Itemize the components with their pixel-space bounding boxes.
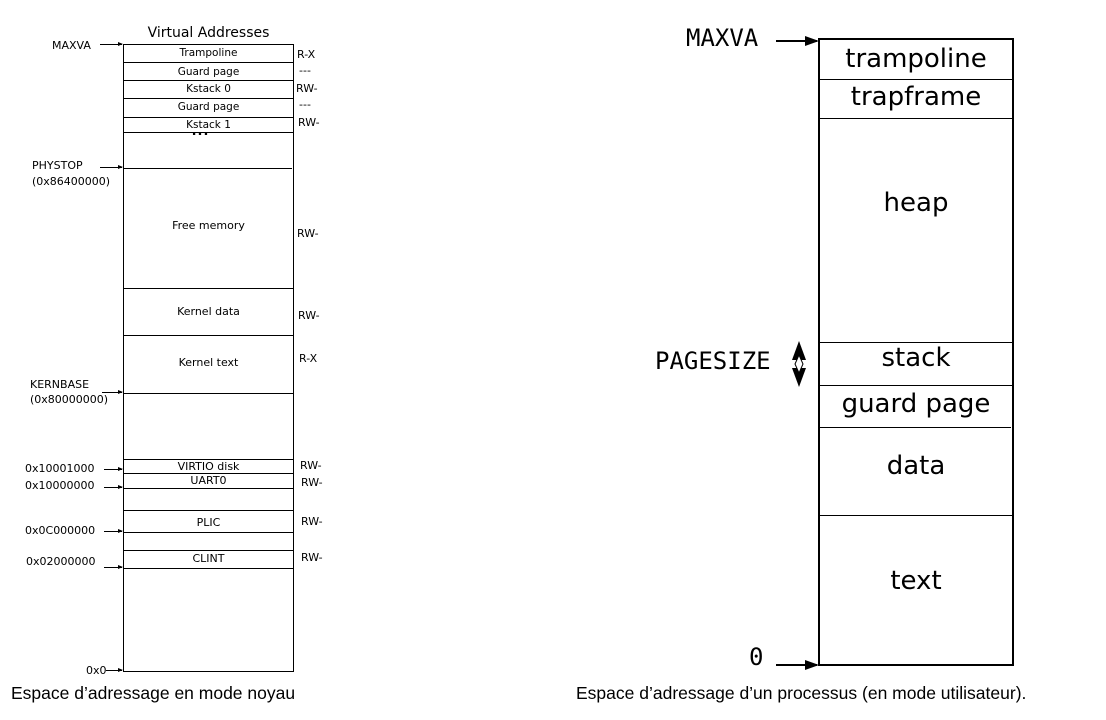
- kernel-caption: Espace d’adressage en mode noyau: [11, 683, 296, 703]
- arrow-clint: [104, 565, 123, 569]
- label-pagesize: PAGESIZE: [655, 347, 771, 375]
- segment-guard-page: Guard page: [177, 66, 240, 78]
- perm-guard-page: ---: [299, 98, 311, 111]
- segment-stack: stack: [881, 343, 951, 373]
- addr-clint: 0x02000000: [26, 555, 96, 568]
- divider: [124, 117, 293, 118]
- segment-text: text: [890, 566, 942, 596]
- label-maxva: MAXVA: [686, 24, 759, 52]
- segment-plic: PLIC: [196, 516, 221, 529]
- segment-kernel-text: Kernel text: [178, 356, 239, 369]
- divider: [820, 515, 1012, 516]
- perm-clint: RW-: [301, 551, 323, 564]
- segment-trampoline: trampoline: [845, 44, 987, 74]
- perm-guard-page: ---: [299, 64, 311, 77]
- segment-uart0: UART0: [190, 474, 227, 487]
- arrow-zero: [776, 660, 819, 670]
- divider: [124, 473, 293, 474]
- divider: [124, 62, 293, 63]
- addr-kernbase: KERNBASE: [30, 378, 90, 391]
- perm-free-memory: RW-: [297, 227, 319, 240]
- arrow-maxva: [776, 36, 819, 46]
- segment-free-memory: Free memory: [172, 219, 245, 232]
- perm-virtio-disk: RW-: [300, 459, 322, 472]
- divider: [124, 459, 293, 460]
- arrow-plic: [104, 529, 123, 533]
- divider: [124, 532, 293, 533]
- divider: [124, 80, 293, 81]
- kernel-diagram-title: Virtual Addresses: [147, 25, 270, 41]
- pagesize-double-arrow-icon: [792, 341, 806, 387]
- perm-kernel-text: R-X: [299, 352, 318, 365]
- perm-kernel-data: RW-: [298, 309, 320, 322]
- perm-plic: RW-: [301, 515, 323, 528]
- divider: [124, 550, 293, 551]
- user-caption: Espace d’adressage d’un processus (en mo…: [576, 683, 1027, 703]
- continuation-dots: ...: [191, 124, 210, 139]
- divider-phystop: [124, 168, 292, 169]
- divider: [124, 98, 293, 99]
- segment-clint: CLINT: [192, 552, 225, 565]
- addr-maxva: MAXVA: [52, 39, 91, 52]
- divider: [124, 510, 293, 511]
- addr-plic: 0x0C000000: [25, 524, 96, 537]
- addr-phystop-value: (0x86400000): [32, 175, 111, 188]
- segment-heap: heap: [883, 188, 949, 218]
- arrow-virtio: [104, 467, 123, 471]
- addr-virtio: 0x10001000: [25, 462, 95, 475]
- arrow-uart0: [104, 485, 123, 489]
- arrow-zero: [106, 668, 123, 672]
- divider: [820, 118, 1012, 119]
- segment-kernel-data: Kernel data: [177, 305, 240, 318]
- segment-virtio-disk: VIRTIO disk: [177, 460, 240, 473]
- label-zero: 0: [749, 643, 764, 671]
- divider: [124, 488, 293, 489]
- divider: [820, 385, 1012, 386]
- perm-trampoline: R-X: [297, 48, 316, 61]
- divider: [124, 288, 293, 289]
- divider-kernbase: [124, 393, 293, 394]
- perm-uart0: RW-: [301, 476, 323, 489]
- divider: [124, 568, 293, 569]
- arrow-maxva: [100, 42, 123, 46]
- divider: [124, 335, 293, 336]
- segment-guard-page: guard page: [841, 389, 991, 419]
- divider: [124, 132, 293, 133]
- arrow-phystop: [100, 165, 123, 169]
- addr-uart0: 0x10000000: [25, 479, 95, 492]
- addr-phystop: PHYSTOP: [32, 159, 83, 172]
- segment-trapframe: trapframe: [850, 82, 982, 112]
- divider: [820, 79, 1012, 80]
- kernel-address-space: Trampoline Guard page Kstack 0 Guard pag…: [123, 44, 294, 672]
- segment-guard-page: Guard page: [177, 101, 240, 113]
- perm-kstack-0: RW-: [296, 82, 318, 95]
- segment-trampoline: Trampoline: [179, 47, 238, 59]
- perm-kstack-1: RW-: [298, 116, 320, 129]
- arrow-kernbase: [102, 390, 123, 394]
- segment-kstack-1: Kstack 1: [186, 119, 231, 131]
- segment-data: data: [886, 451, 946, 481]
- divider: [818, 427, 1011, 428]
- segment-kstack-0: Kstack 0: [186, 83, 231, 95]
- user-address-space: trampoline trapframe heap stack guard pa…: [818, 38, 1014, 666]
- addr-zero: 0x0: [86, 664, 107, 677]
- addr-kernbase-value: (0x80000000): [30, 393, 109, 406]
- divider: [820, 342, 1012, 343]
